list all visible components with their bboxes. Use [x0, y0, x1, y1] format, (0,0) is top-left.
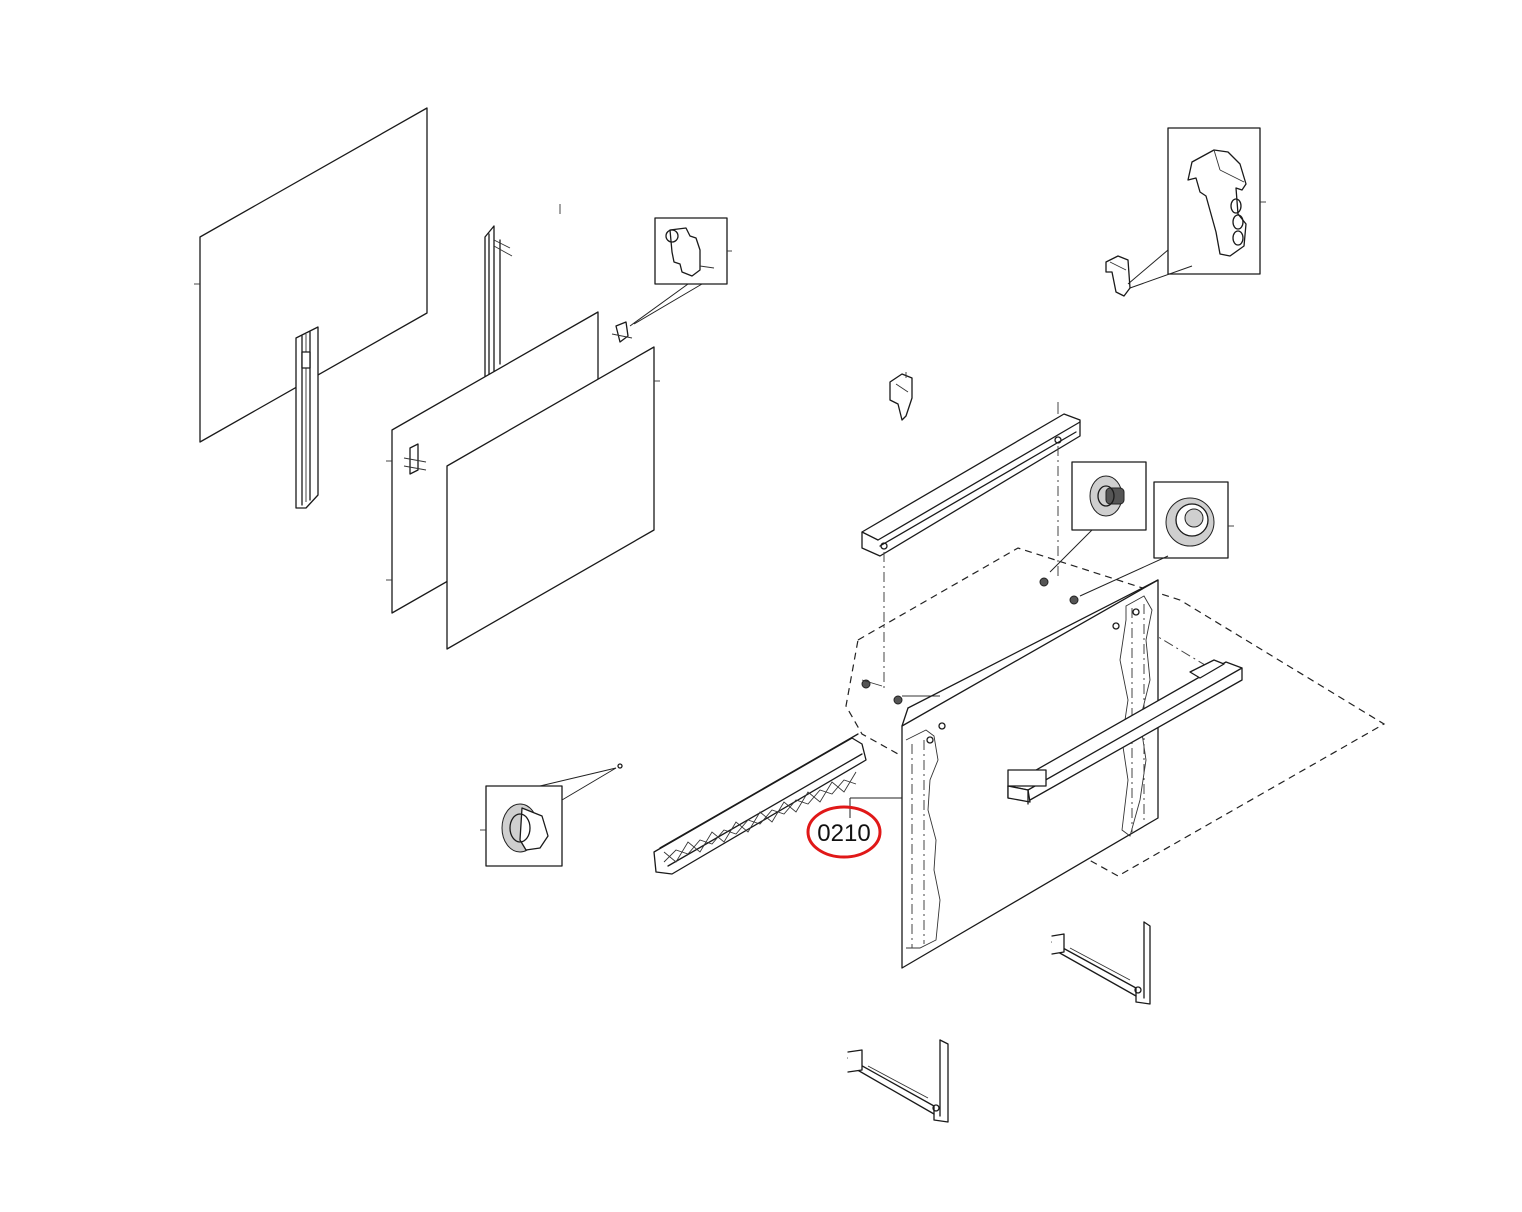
part-number-label: 0210: [817, 820, 870, 847]
glass-holder-strip-middle: [484, 204, 561, 379]
door-bottom-vent-strip: [653, 733, 867, 875]
red-circle-marker: [806, 805, 882, 859]
hinge-bracket-detail-box: [1105, 127, 1266, 297]
door-handle: [1007, 659, 1243, 805]
part-number-callout: 0210: [806, 797, 902, 859]
small-screws: [861, 577, 1079, 705]
rear-glass-pane: [194, 107, 428, 443]
door-latch-bracket: [889, 372, 913, 421]
hinge-right: [1051, 921, 1151, 1005]
spacer-detail-box: [1079, 481, 1234, 597]
door-top-profile: [861, 402, 1081, 557]
screw-detail-box: [1049, 461, 1147, 573]
foot-detail-box: [480, 763, 623, 867]
hinge-left: [847, 1039, 949, 1123]
glass-holder-strip-left: [295, 326, 319, 509]
inner-glass-pane: [446, 346, 660, 650]
clip-detail-box: [611, 217, 732, 343]
